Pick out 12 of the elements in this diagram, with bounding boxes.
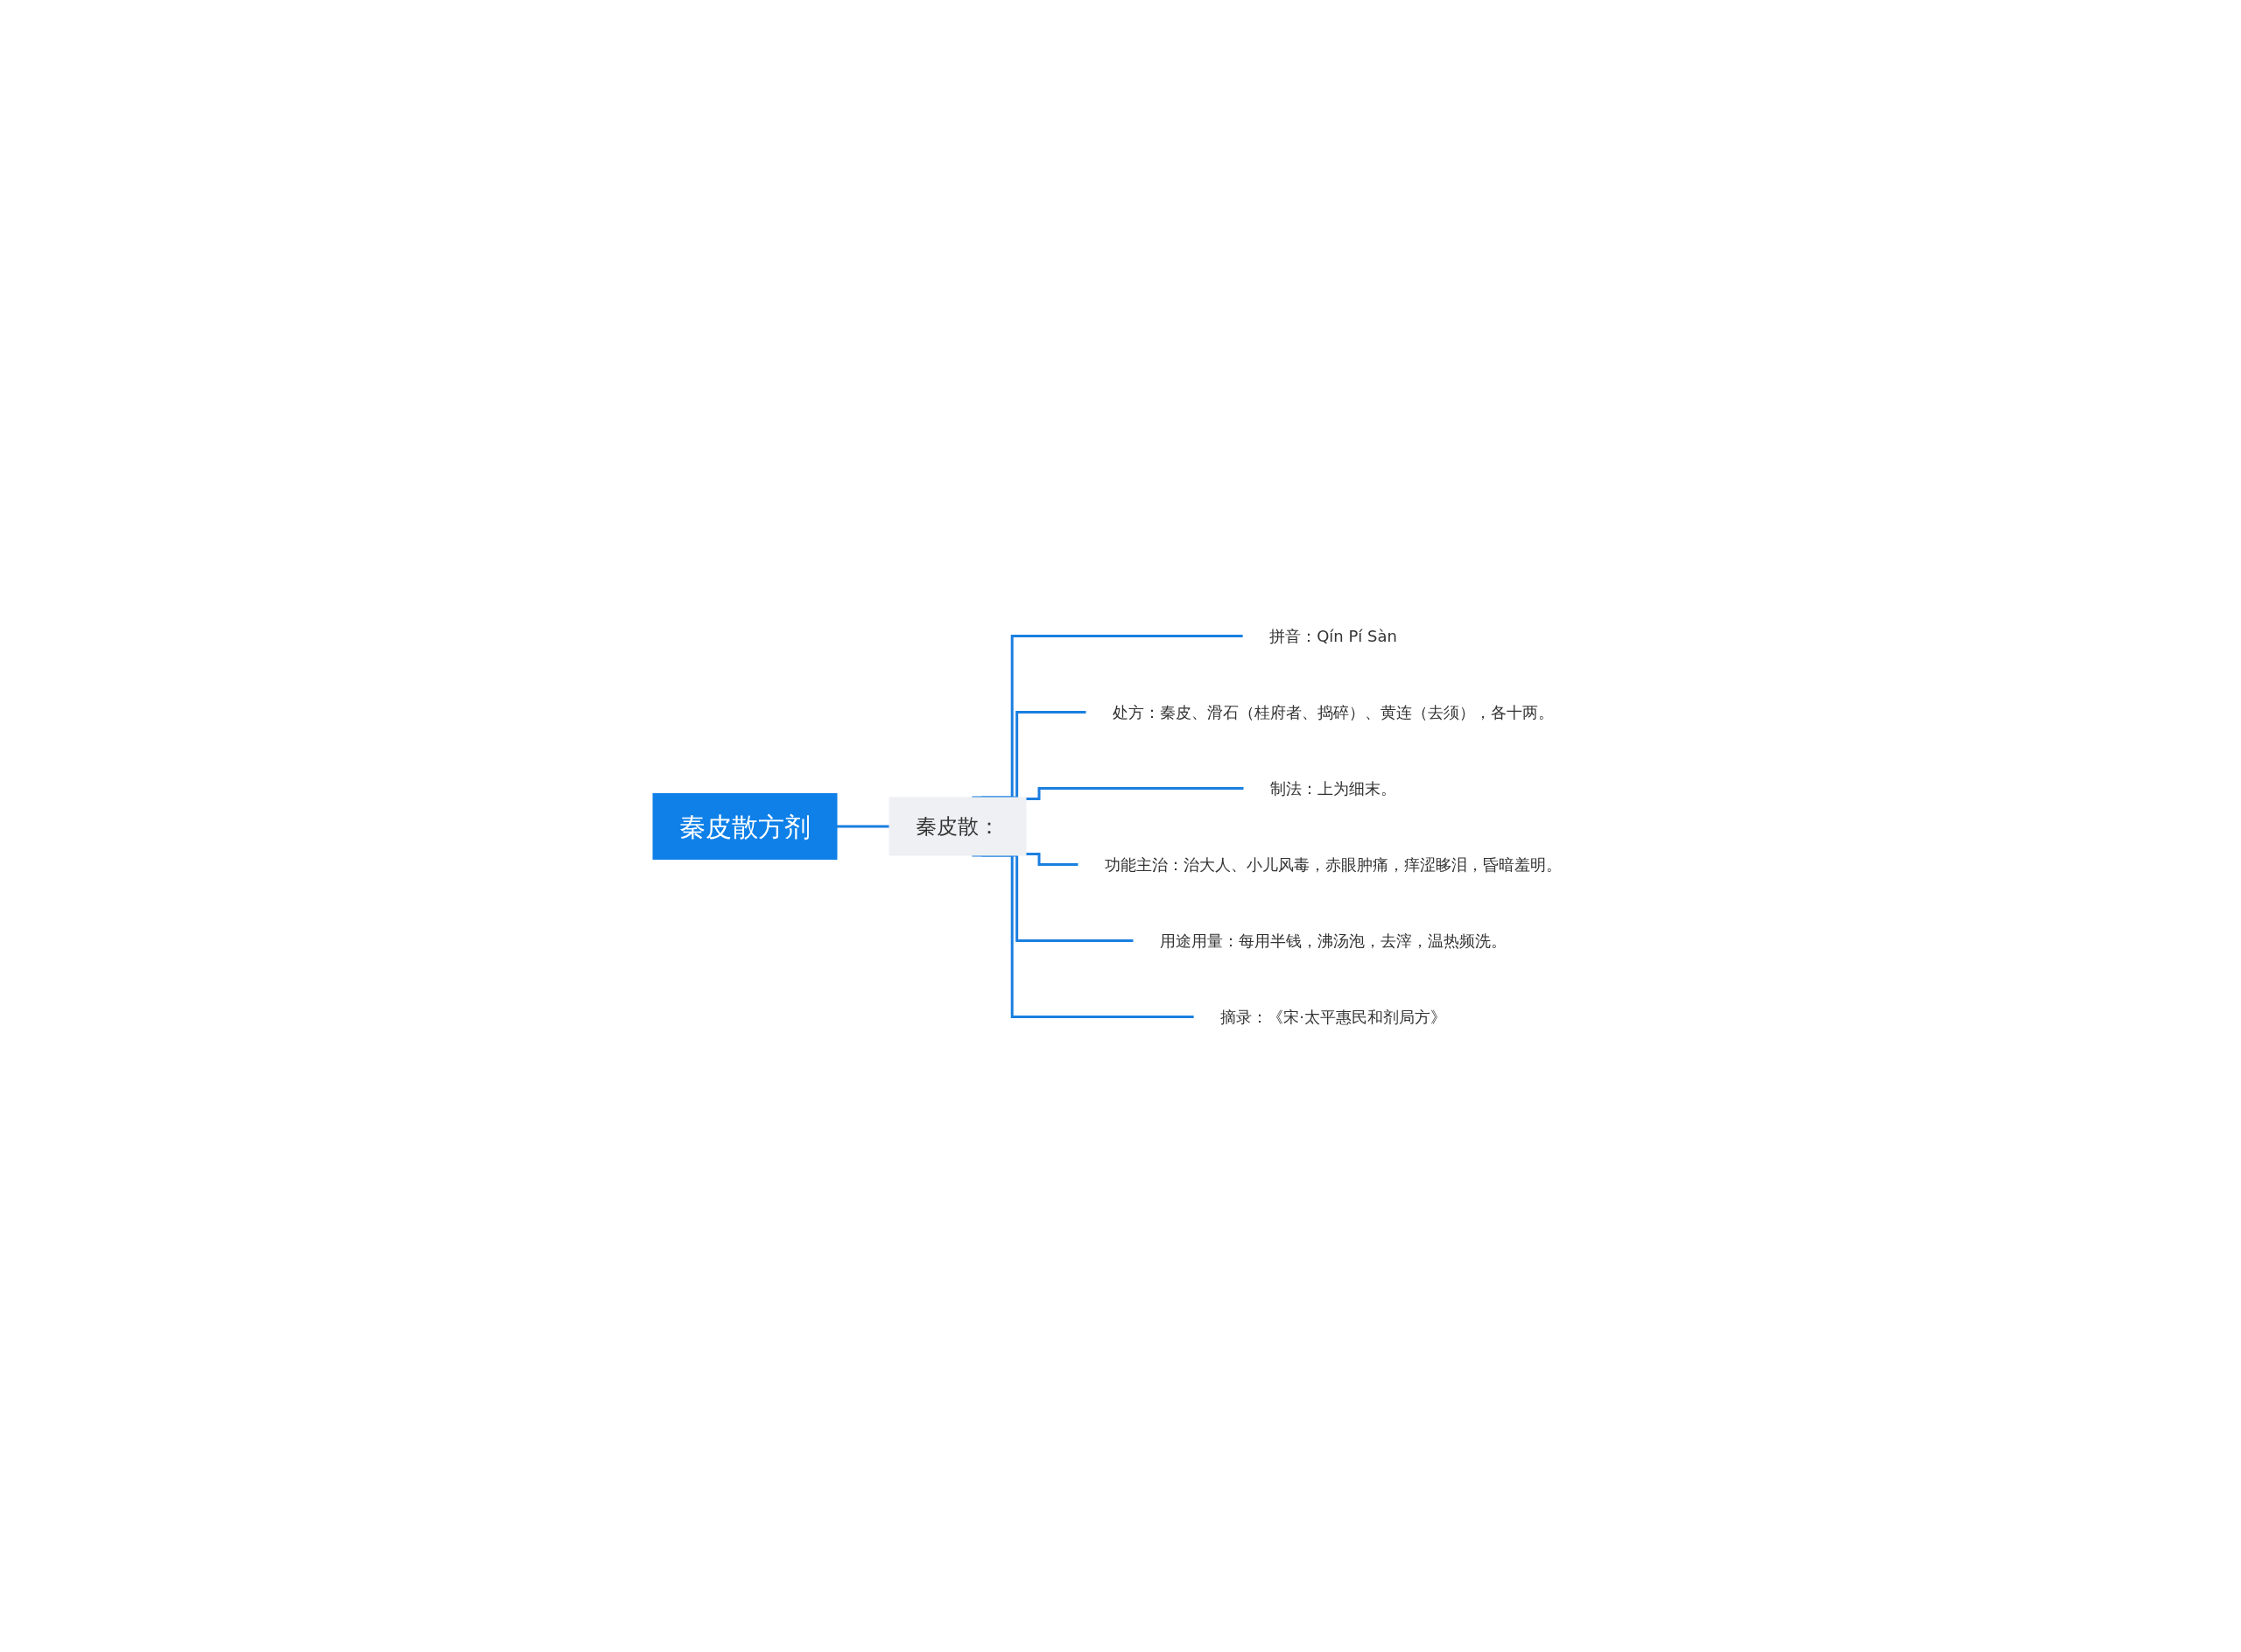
connector	[972, 854, 1195, 1018]
node-text: 处方：秦皮、滑石（桂府者、捣碎）、黄连（去须），各十两。	[1113, 702, 1554, 721]
connector	[1026, 852, 1078, 866]
node-text: 功能主治：治大人、小儿风毒，赤眼肿痛，痒涩眵泪，昏暗羞明。	[1105, 854, 1562, 874]
node-box: 秦皮散方剂	[652, 792, 838, 860]
connector	[837, 825, 889, 827]
node-text: 用途用量：每用半钱，沸汤泡，去滓，温热频洗。	[1160, 931, 1507, 950]
node-text: 制法：上为细末。	[1270, 778, 1396, 798]
node-box: 秦皮散：	[889, 797, 1027, 855]
connector	[1026, 786, 1244, 800]
node-text: 摘录：《宋·太平惠民和剂局方》	[1220, 1007, 1446, 1026]
node-text: 拼音：Qín Pí Sàn	[1269, 626, 1397, 645]
